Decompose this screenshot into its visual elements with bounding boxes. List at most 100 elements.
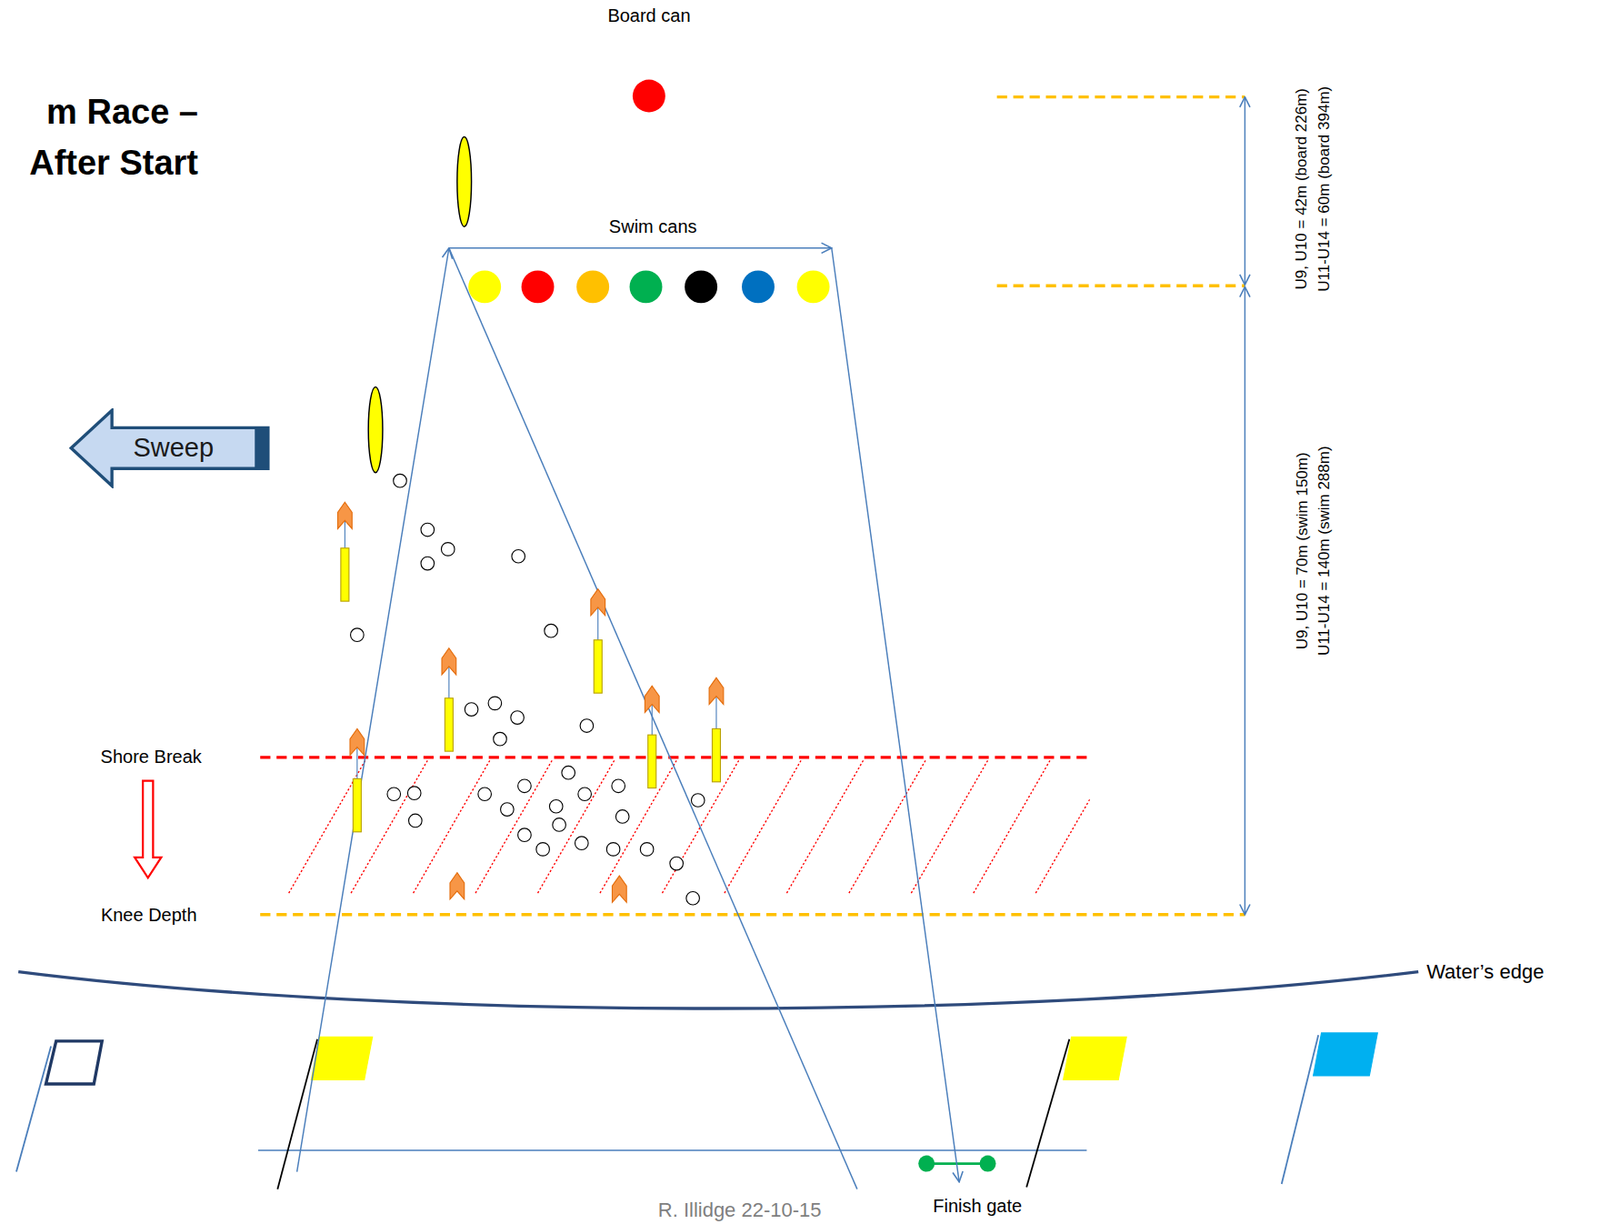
finish-post [918, 1155, 935, 1172]
swim-can [741, 270, 775, 303]
shore-break-hatch [289, 760, 1090, 893]
swimmer [440, 542, 455, 557]
water-edge-line [18, 971, 1419, 1009]
swimmer [640, 842, 654, 857]
board [352, 778, 361, 831]
swimmer [393, 473, 408, 488]
drawing-part [350, 760, 428, 893]
paddler-arrow [644, 685, 660, 712]
board [444, 698, 453, 751]
author-note: R. Illidge 22-10-15 [658, 1198, 822, 1221]
drawing-part [849, 760, 926, 893]
swimmer [544, 623, 559, 638]
paddler-arrow [350, 728, 365, 755]
buoy [368, 386, 383, 472]
knee-depth-line [260, 912, 1245, 916]
drawing-part [538, 760, 615, 893]
paddler-arrow [441, 648, 457, 675]
finish-post [980, 1155, 997, 1172]
board-can-line [997, 95, 1246, 99]
swimmer [686, 890, 700, 905]
flag [46, 1040, 103, 1084]
drawing-part [289, 760, 366, 893]
paddler-link [356, 747, 358, 780]
paddler-link [597, 607, 599, 640]
can-label: Swim cans [609, 216, 698, 238]
dimension-label: U11-U14 = 60m (board 394m) [1315, 85, 1334, 291]
arrow-tail [255, 427, 270, 469]
drawing-part [910, 760, 988, 893]
swimmer [409, 813, 423, 828]
course-line [831, 248, 960, 1182]
diagram-title: m Race – After Start [0, 86, 199, 189]
shore-arrow [134, 780, 161, 879]
board-can [632, 80, 666, 113]
flag [1313, 1032, 1379, 1076]
drawing-part [973, 760, 1050, 893]
dimension-label: U9, U10 = 42m (board 226m) [1292, 88, 1311, 290]
swimmer [510, 710, 525, 725]
swim-can [630, 270, 663, 303]
drawing-part [600, 760, 677, 893]
swimmer [493, 731, 508, 746]
can-label: Board can [607, 5, 690, 27]
paddler-link [448, 666, 450, 699]
paddler-arrow [338, 501, 353, 529]
swimmer [407, 786, 421, 800]
shore-break-line [260, 755, 1090, 759]
board [711, 728, 720, 781]
drawing-part [724, 760, 801, 893]
paddler-link [344, 520, 346, 548]
zone-label: Knee Depth [100, 904, 198, 926]
swimmer [420, 522, 435, 537]
course-layer [16, 80, 1419, 1190]
swimmer [500, 802, 515, 817]
swimmer [549, 799, 563, 813]
sweep-arrow: Sweep [69, 408, 270, 489]
paddler-arrow [611, 875, 627, 902]
beach-line [258, 1149, 1087, 1150]
board [648, 734, 657, 788]
node-label: Sweep [132, 432, 214, 463]
drawing-part [1035, 760, 1090, 893]
swimmer [561, 765, 576, 780]
swim-can-line [997, 284, 1246, 288]
swimmer [611, 779, 626, 793]
arrow-outline [71, 410, 270, 486]
swimmer [690, 793, 705, 808]
paddler-link [715, 696, 717, 730]
paddler-arrow [709, 677, 724, 704]
flag [310, 1036, 372, 1080]
zone-label: Shore Break [100, 746, 202, 768]
course-line [297, 248, 450, 1172]
dimension-label: U11-U14 = 140m (swim 288m) [1315, 446, 1334, 657]
swim-can [576, 270, 610, 303]
course-line [449, 247, 832, 249]
buoy [457, 136, 472, 227]
board [593, 640, 602, 693]
swimmer [536, 842, 550, 857]
swimmer [350, 628, 365, 642]
swimmer [574, 836, 589, 850]
swim-can [521, 270, 555, 303]
swim-can [797, 270, 830, 303]
swimmer [387, 787, 401, 801]
swimmer [552, 818, 567, 832]
swimmer [420, 556, 435, 570]
swimmer [464, 702, 479, 717]
course-line [449, 248, 858, 1190]
drawing-part [413, 760, 490, 893]
flag-pole [1281, 1034, 1319, 1184]
swimmer [580, 719, 594, 733]
swimmer [488, 696, 502, 710]
swimmer [578, 787, 592, 801]
flag-pole [16, 1046, 51, 1172]
drawing-part [475, 760, 552, 893]
swimmer [478, 787, 492, 801]
swimmer [615, 810, 630, 824]
gate-label: Finish gate [932, 1195, 1022, 1217]
board [340, 548, 350, 601]
paddler-arrow [590, 589, 606, 616]
